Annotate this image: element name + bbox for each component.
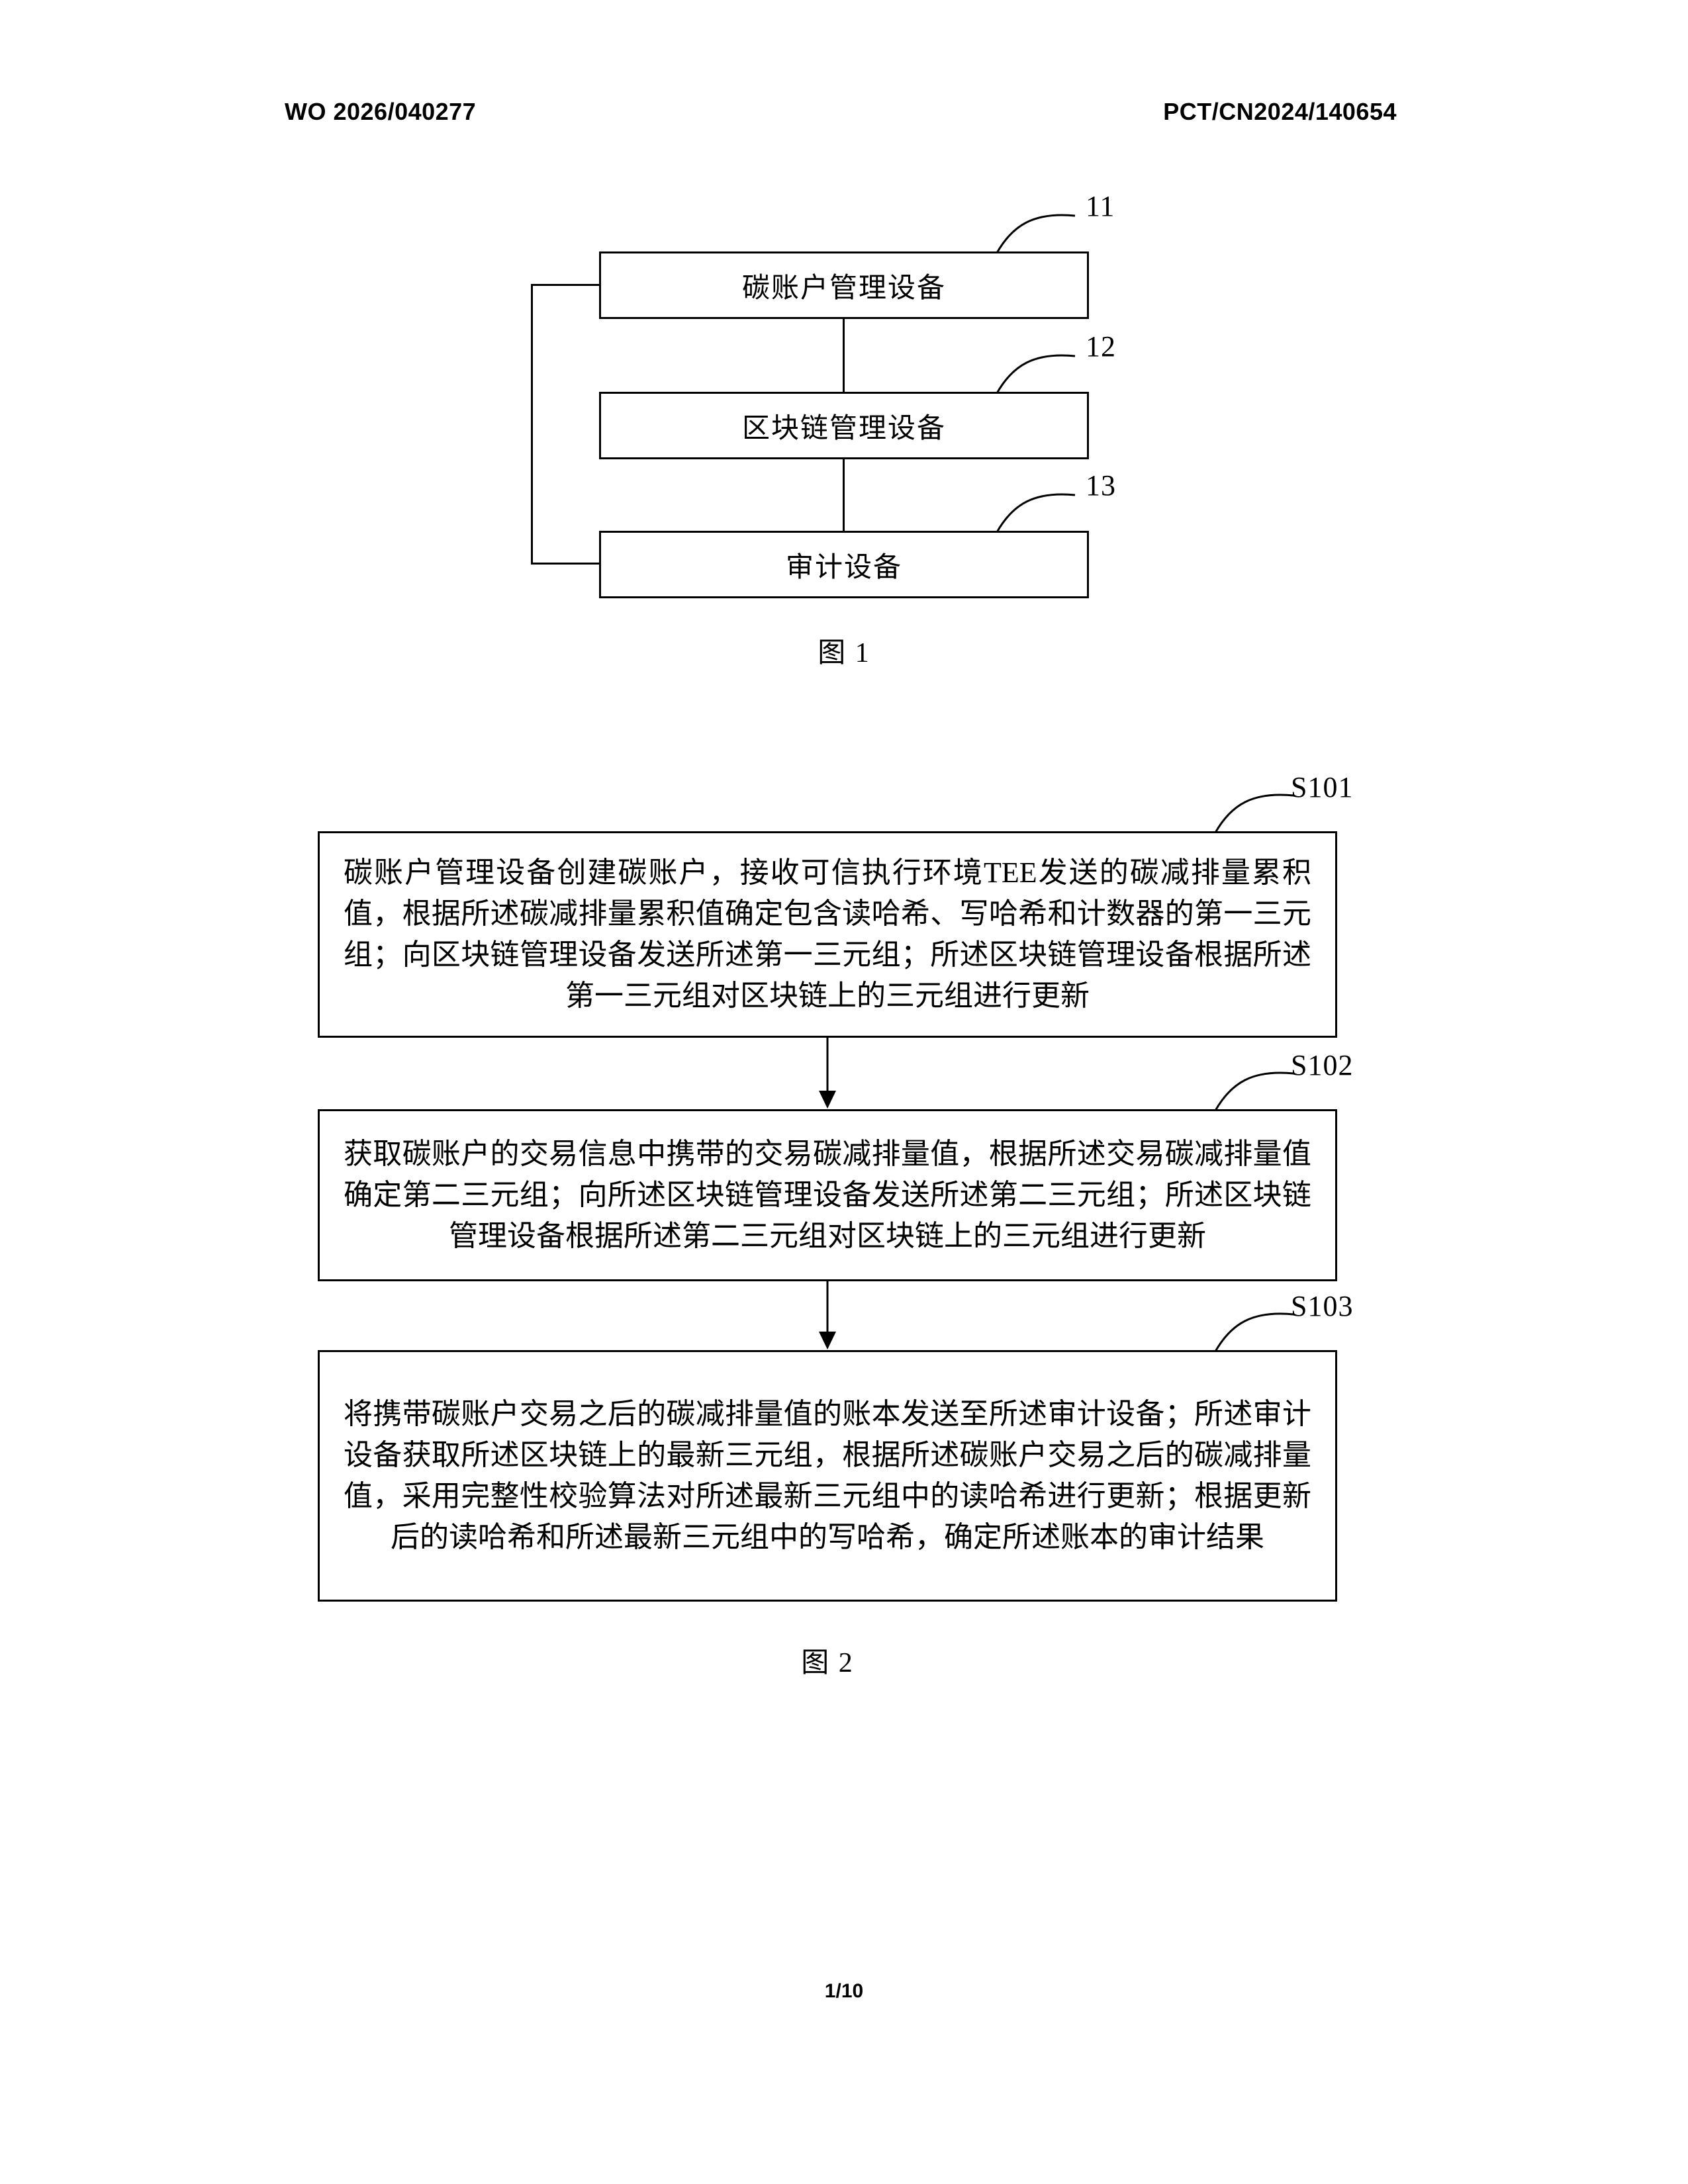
flow-step-box-s101: 碳账户管理设备创建碳账户，接收可信执行环境TEE发送的碳减排量累积值，根据所述碳…: [318, 831, 1337, 1038]
flow-arrow-s102-s103: [819, 1281, 836, 1349]
step-text-s103: 将携带碳账户交易之后的碳减排量值的账本发送至所述审计设备；所述审计设备获取所述区…: [344, 1398, 1311, 1553]
step-text-s102: 获取碳账户的交易信息中携带的交易碳减排量值，根据所述交易碳减排量值确定第二三元组…: [344, 1138, 1311, 1252]
device-box-audit-device: 审计设备: [599, 531, 1089, 598]
device-box-label: 碳账户管理设备: [741, 273, 946, 304]
header-application-number: PCT/CN2024/140654: [1163, 98, 1397, 125]
flow-step-box-s103: 将携带碳账户交易之后的碳减排量值的账本发送至所述审计设备；所述审计设备获取所述区…: [318, 1350, 1337, 1602]
step-label-s101: S101: [1291, 771, 1354, 803]
device-box-carbon-account-manager: 碳账户管理设备: [599, 251, 1089, 319]
flow-step-box-s102: 获取碳账户的交易信息中携带的交易碳减排量值，根据所述交易碳减排量值确定第二三元组…: [318, 1109, 1337, 1281]
step-label-s102: S102: [1291, 1049, 1354, 1081]
connector-line-12-13: [843, 459, 845, 531]
leader-line-s103: [1214, 1312, 1294, 1352]
device-box-label: 审计设备: [785, 552, 902, 583]
device-box-blockchain-manager: 区块链管理设备: [599, 392, 1089, 459]
device-box-label: 区块链管理设备: [741, 413, 946, 444]
figure1-caption: 图 1: [818, 638, 870, 668]
figure2-caption: 图 2: [801, 1648, 854, 1678]
ref-numeral-13: 13: [1086, 469, 1116, 502]
header-publication-number: WO 2026/040277: [285, 98, 477, 125]
flow-arrow-s101-s102: [819, 1038, 836, 1109]
ref-numeral-12: 12: [1086, 330, 1116, 363]
step-label-s103: S103: [1291, 1290, 1354, 1322]
leader-line-13: [996, 493, 1076, 533]
leader-line-s101: [1214, 794, 1294, 833]
leader-line-12: [996, 354, 1076, 394]
connector-line-11-12: [843, 319, 845, 392]
leader-line-s102: [1214, 1071, 1294, 1111]
bracket-connector-line: [531, 284, 599, 565]
ref-numeral-11: 11: [1086, 190, 1115, 222]
page-number: 1/10: [824, 1980, 864, 2002]
leader-line-11: [996, 214, 1076, 253]
step-text-s101: 碳账户管理设备创建碳账户，接收可信执行环境TEE发送的碳减排量累积值，根据所述碳…: [344, 856, 1311, 1012]
